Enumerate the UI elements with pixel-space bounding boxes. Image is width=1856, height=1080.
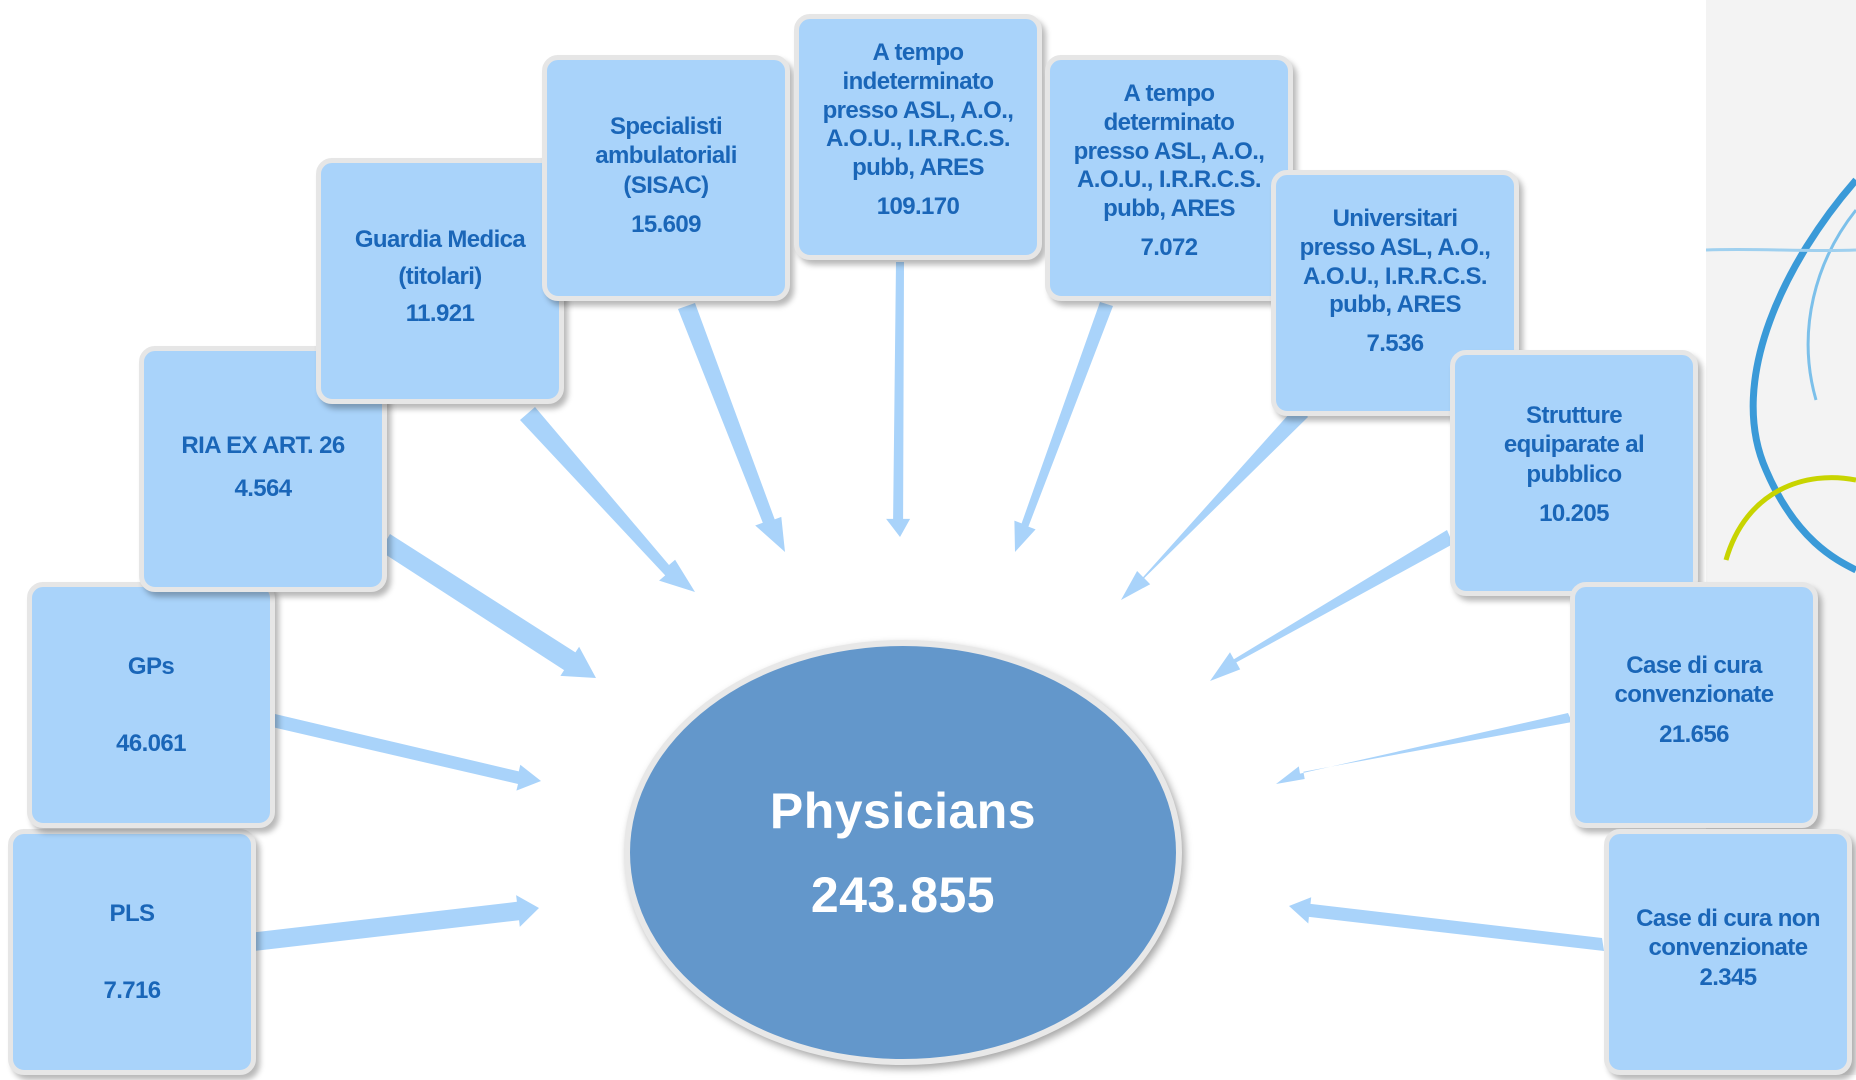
arrow-gps <box>272 714 541 791</box>
center-label: Physicians <box>769 782 1037 839</box>
box-title-line-3: pubblico <box>1526 460 1622 488</box>
box-title-line-1: Universitari <box>1332 205 1458 232</box>
box-determinato: A tempo determinato presso ASL, A.O., A.… <box>1045 55 1293 301</box>
box-guardia: Guardia Medica (titolari) 11.921 <box>316 158 564 404</box>
box-value: 11.921 <box>405 300 475 328</box>
box-title-line-3: presso ASL, A.O., <box>1073 137 1265 165</box>
box-value: 4.564 <box>234 475 292 503</box>
box-gps: GPs 46.061 <box>27 582 275 828</box>
box-title: GPs <box>127 652 175 680</box>
box-title-line-2: convenzionate <box>1614 681 1775 709</box>
box-title-line-4: pubb, ARES <box>1329 291 1461 319</box>
box-strutture: Strutture equiparate al pubblico 10.205 <box>1450 350 1698 596</box>
box-pls: PLS 7.716 <box>8 829 256 1075</box>
box-title-line-3: A.O.U., I.R.R.C.S. <box>1303 262 1487 290</box>
box-value: 21.656 <box>1659 720 1729 748</box>
box-value: 10.205 <box>1539 499 1609 527</box>
box-title-line-5: pubb, ARES <box>852 154 984 182</box>
box-title-line-2: (titolari) <box>398 263 482 291</box>
box-value: 15.609 <box>631 210 701 238</box>
box-title-line-1: Guardia Medica <box>354 226 526 253</box>
box-title-line-3: presso ASL, A.O., <box>822 96 1014 124</box>
arrow-indeterminato <box>886 262 911 537</box>
box-title-line-1: A tempo <box>1123 80 1216 107</box>
arrow-strutture <box>1210 530 1453 681</box>
arrow-determinato <box>1014 302 1113 552</box>
box-value: 2.345 <box>1699 963 1757 991</box>
arrow-guardia <box>520 407 695 592</box>
arrow-case-non-conv <box>1289 897 1604 951</box>
box-title-line-2: indeterminato <box>842 67 994 95</box>
arrow-pls <box>245 895 540 952</box>
physicians-total-ellipse: Physicians 243.855 <box>624 640 1182 1065</box>
box-indeterminato: A tempo indeterminato presso ASL, A.O., … <box>794 14 1042 260</box>
box-title-line-2: equiparate al <box>1503 431 1645 459</box>
box-title-line-3: (SISAC) <box>623 171 709 199</box>
box-value: 7.536 <box>1366 330 1424 358</box>
box-title-line-5: pubb, ARES <box>1103 195 1235 223</box>
box-title-line-1: Case di cura non <box>1636 905 1820 932</box>
box-title-line-1: Case di cura <box>1626 652 1762 679</box>
box-title-line-1: Strutture <box>1526 402 1623 429</box>
box-title-line-2: ambulatoriali <box>595 142 737 170</box>
box-value: 109.170 <box>876 192 960 220</box>
box-title-line-1: Specialisti <box>609 113 723 140</box>
center-value: 243.855 <box>810 866 996 923</box>
box-title-line-4: A.O.U., I.R.R.C.S. <box>1077 166 1261 194</box>
box-case-non-conv: Case di cura non convenzionate 2.345 <box>1604 829 1852 1075</box>
box-title: RIA EX ART. 26 <box>181 432 345 459</box>
arrow-case-conv <box>1276 713 1572 784</box>
box-ria: RIA EX ART. 26 4.564 <box>139 346 387 592</box>
box-value: 46.061 <box>116 730 186 757</box>
decorative-swirl-icon <box>1705 177 1856 574</box>
box-specialisti: Specialisti ambulatoriali (SISAC) 15.609 <box>542 55 790 301</box>
box-title-line-2: convenzionate <box>1648 934 1809 962</box>
box-value: 7.072 <box>1140 233 1198 261</box>
arrow-universitari <box>1121 404 1308 600</box>
box-title-line-4: A.O.U., I.R.R.C.S. <box>826 125 1010 153</box>
box-title-line-2: presso ASL, A.O., <box>1299 233 1491 261</box>
box-case-conv: Case di cura convenzionate 21.656 <box>1570 582 1818 828</box>
box-title: PLS <box>109 899 155 927</box>
arrow-ria <box>380 534 596 678</box>
box-title-line-2: determinato <box>1103 108 1235 136</box>
box-title-line-1: A tempo <box>872 39 965 66</box>
box-value: 7.716 <box>103 977 161 1004</box>
arrow-specialisti <box>678 303 785 552</box>
